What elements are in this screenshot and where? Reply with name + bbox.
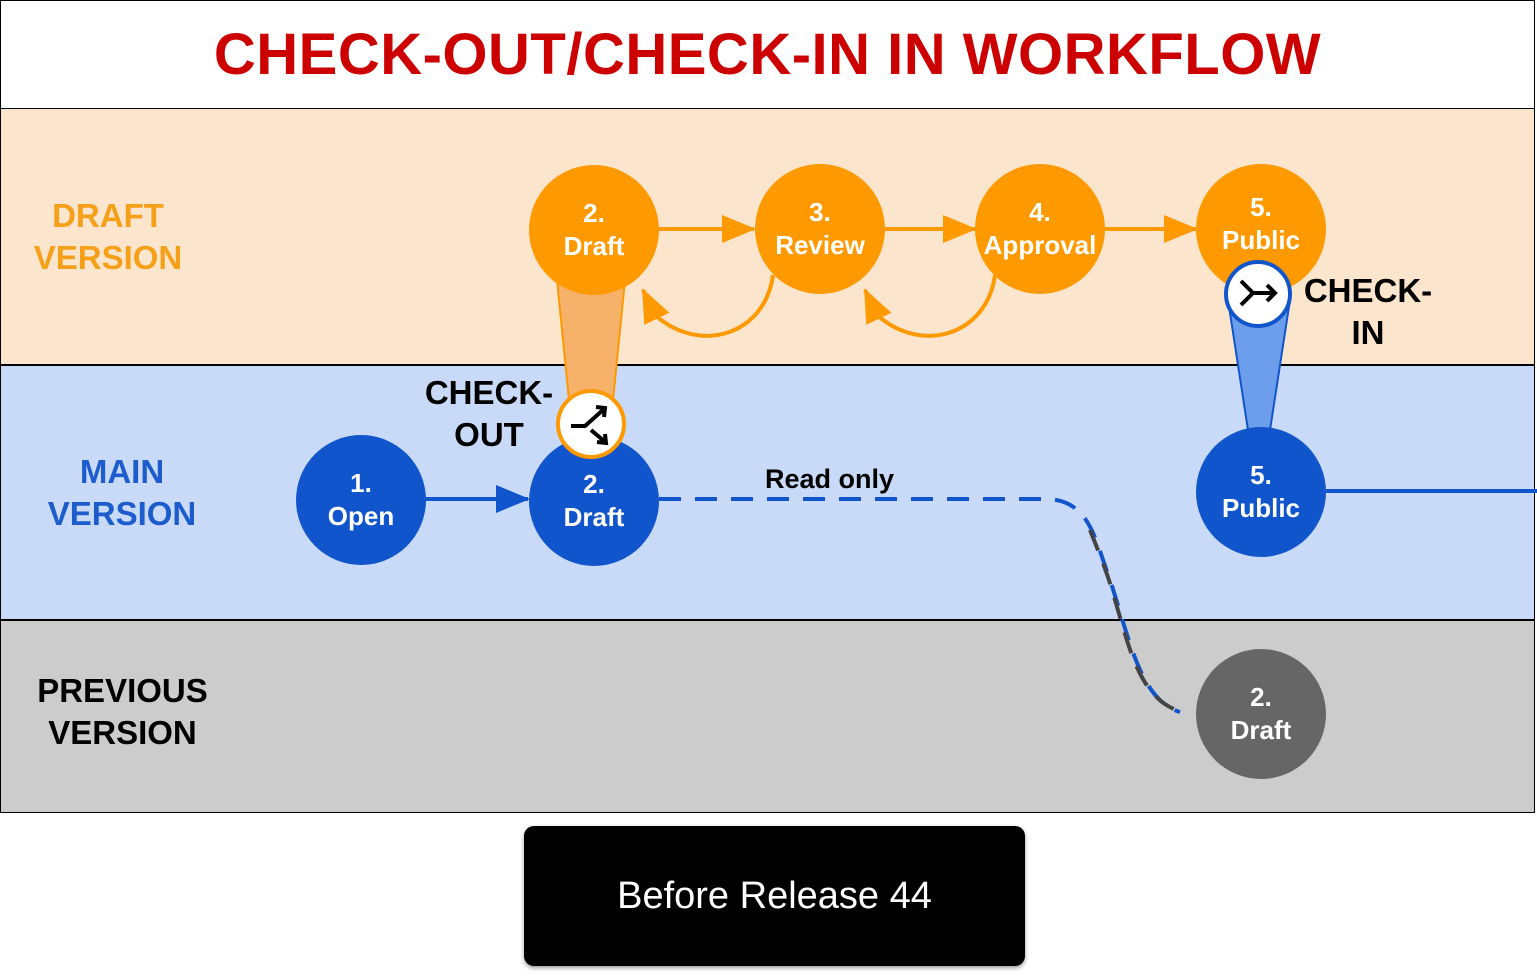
checkout-line2: OUT [454, 416, 524, 453]
node-number: 5. [1250, 192, 1272, 222]
node-number: 2. [583, 198, 605, 228]
lane-label-main-line1: MAIN [79, 453, 165, 490]
node-number: 2. [583, 469, 605, 499]
lane-label-previous-line1: PREVIOUS [37, 672, 208, 709]
lane-label-draft: DRAFT VERSION [18, 195, 198, 279]
node-number: 2. [1250, 682, 1272, 712]
lane-label-draft-line1: DRAFT [52, 197, 164, 234]
checkout-connector [555, 279, 627, 401]
page-title: CHECK-OUT/CHECK-IN IN WORKFLOW [213, 22, 1322, 87]
read-only-dashed-line-gray [1088, 529, 1183, 714]
node-number: 5. [1250, 460, 1272, 490]
node-label: Public [1221, 493, 1300, 523]
lane-label-previous: PREVIOUS VERSION [15, 670, 230, 754]
node-label: Approval [983, 230, 1097, 260]
node-label: Review [775, 230, 865, 260]
branch-split-icon [556, 389, 626, 459]
node-draft-lane-public: 5. Public [1196, 164, 1326, 294]
read-only-label: Read only [765, 464, 895, 494]
node-previous-lane-draft: 2. Draft [1196, 649, 1326, 779]
node-label: Open [327, 501, 395, 531]
lane-label-previous-line2: VERSION [48, 714, 197, 751]
node-label: Draft [563, 231, 625, 261]
node-number: 1. [350, 468, 372, 498]
checkin-line2: IN [1351, 314, 1385, 351]
release-badge: Before Release 44 [524, 826, 1025, 966]
node-number: 4. [1029, 197, 1051, 227]
lane-label-main-line2: VERSION [47, 495, 197, 532]
node-number: 3. [809, 197, 831, 227]
checkout-line1: CHECK- [424, 374, 554, 411]
lane-label-main: MAIN VERSION [22, 451, 222, 535]
title-bar: CHECK-OUT/CHECK-IN IN WORKFLOW [0, 0, 1535, 109]
checkin-line1: CHECK- [1303, 272, 1433, 309]
node-draft-lane-approval: 4. Approval [975, 164, 1105, 294]
return-approval-to-review [863, 274, 997, 338]
node-main-lane-open: 1. Open [296, 435, 426, 565]
node-label: Draft [1230, 715, 1292, 745]
return-review-to-draft [641, 274, 775, 338]
node-draft-lane-draft: 2. Draft [529, 165, 659, 295]
checkin-annotation: CHECK- IN [1293, 270, 1443, 354]
lane-label-draft-line2: VERSION [33, 239, 183, 276]
node-main-lane-public: 5. Public [1196, 427, 1326, 557]
merge-icon [1224, 260, 1292, 328]
read-only-dashed-line [659, 497, 1181, 714]
node-label: Draft [563, 502, 625, 532]
node-label: Public [1221, 225, 1300, 255]
node-draft-lane-review: 3. Review [755, 164, 885, 294]
checkout-annotation: CHECK- OUT [414, 372, 564, 456]
